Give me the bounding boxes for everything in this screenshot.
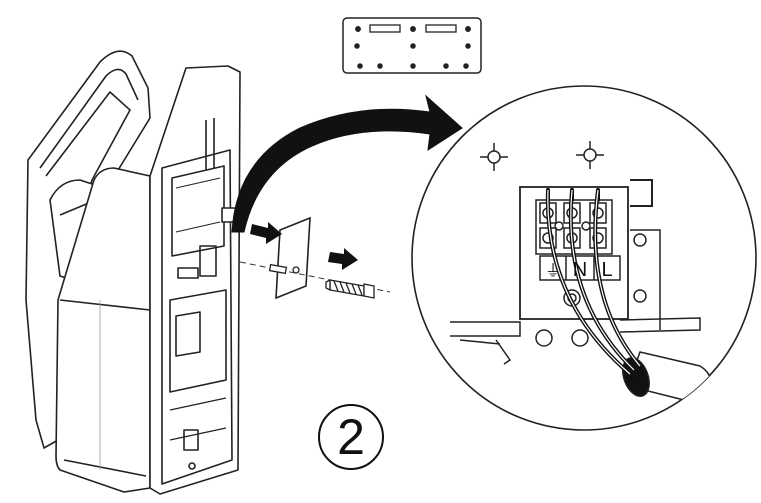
small-pin <box>268 263 288 275</box>
crosshair-mark <box>576 141 604 169</box>
hand-dryer-unit <box>25 50 241 495</box>
screw <box>325 278 375 299</box>
step-number: 2 <box>337 409 365 465</box>
crosshair-mark <box>480 143 508 171</box>
neutral-terminal-label: N <box>573 259 587 281</box>
mounting-plate <box>342 17 482 74</box>
earth-terminal-label: ⏚ <box>545 261 561 280</box>
arrow-toward-wall-icon <box>250 222 282 244</box>
arrow-away-icon <box>328 248 358 270</box>
zoom-arrow <box>231 94 463 233</box>
detail-magnifier: ⏚ N L <box>411 85 757 431</box>
step-number-badge: 2 <box>318 404 384 470</box>
screw-axis-line <box>239 261 391 293</box>
cover-plate <box>275 216 311 300</box>
live-terminal-label: L <box>601 259 612 281</box>
